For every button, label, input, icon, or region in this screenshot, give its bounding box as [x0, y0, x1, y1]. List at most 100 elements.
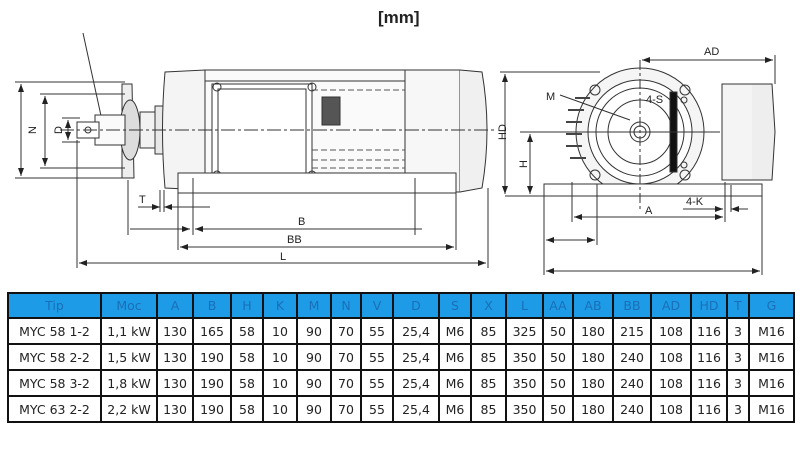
cell-tip: MYC 63 2-2 [7, 395, 102, 423]
cell-h: 58 [230, 369, 264, 397]
col-header-d: D [392, 292, 440, 319]
cell-hd: 116 [690, 369, 728, 397]
cell-k: 10 [262, 369, 298, 397]
col-header-moc: Moc [100, 292, 158, 319]
cell-l: 325 [505, 317, 544, 345]
cell-a: 130 [156, 369, 194, 397]
col-header-l: L [505, 292, 544, 319]
cell-n: 70 [330, 395, 362, 423]
cell-x: 85 [470, 395, 507, 423]
cell-hd: 116 [690, 317, 728, 345]
cell-b: 165 [192, 317, 232, 345]
cell-b: 190 [192, 395, 232, 423]
cell-ad: 108 [650, 369, 692, 397]
cell-hd: 116 [690, 395, 728, 423]
cell-h: 58 [230, 317, 264, 345]
dim-label-4s: 4-S [646, 94, 663, 106]
cell-s: M6 [438, 343, 472, 371]
col-header-s: S [438, 292, 472, 319]
dim-label-n: N [27, 126, 39, 134]
col-header-a: A [156, 292, 194, 319]
motor-dimension-drawing: N D T B BB L [15, 32, 776, 275]
cell-aa: 50 [542, 343, 574, 371]
dim-label-t: T [139, 194, 146, 206]
col-header-m: M [296, 292, 332, 319]
cell-g: M16 [748, 369, 795, 397]
unit-label: [mm] [378, 8, 420, 27]
col-header-h: H [230, 292, 264, 319]
cell-d: 25,4 [392, 395, 440, 423]
cell-d: 25,4 [392, 343, 440, 371]
cell-tip: MYC 58 3-2 [7, 369, 102, 397]
dim-label-b: B [298, 216, 305, 228]
cell-ab: 180 [572, 317, 614, 345]
cell-ab: 180 [572, 395, 614, 423]
col-header-ab: AB [572, 292, 614, 319]
cell-l: 350 [505, 343, 544, 371]
cell-m: 90 [296, 317, 332, 345]
cell-h: 58 [230, 395, 264, 423]
dim-label-hd-front: HD [497, 124, 509, 140]
col-header-bb: BB [612, 292, 652, 319]
cell-a: 130 [156, 343, 194, 371]
cell-t: 3 [726, 369, 750, 397]
dim-label-4k: 4-K [686, 196, 704, 208]
front-view [500, 55, 776, 275]
cell-x: 85 [470, 317, 507, 345]
cell-moc: 1,8 kW [100, 369, 158, 397]
table-row: MYC 58 1-2 1,1 kW 130 165 58 10 90 70 55… [7, 317, 795, 345]
cell-n: 70 [330, 343, 362, 371]
col-header-v: V [360, 292, 394, 319]
cell-s: M6 [438, 395, 472, 423]
cell-t: 3 [726, 343, 750, 371]
dim-label-m: M [546, 91, 555, 103]
cell-d: 25,4 [392, 369, 440, 397]
cell-k: 10 [262, 343, 298, 371]
cell-ad: 108 [650, 395, 692, 423]
table-row: MYC 58 3-2 1,8 kW 130 190 58 10 90 70 55… [7, 369, 795, 397]
dim-label-l: L [280, 251, 286, 263]
cell-s: M6 [438, 369, 472, 397]
cell-tip: MYC 58 2-2 [7, 343, 102, 371]
cell-moc: 2,2 kW [100, 395, 158, 423]
cell-v: 55 [360, 395, 394, 423]
cell-t: 3 [726, 317, 750, 345]
cell-m: 90 [296, 395, 332, 423]
dim-label-ad: AD [704, 46, 719, 58]
cell-bb: 240 [612, 369, 652, 397]
cell-g: M16 [748, 395, 795, 423]
cell-b: 190 [192, 343, 232, 371]
col-header-hd: HD [690, 292, 728, 319]
cell-h: 58 [230, 343, 264, 371]
cell-m: 90 [296, 369, 332, 397]
dim-label-a: A [645, 205, 653, 217]
col-header-x: X [470, 292, 507, 319]
dimension-table: Tip Moc A B H K M N V D S X L AA AB BB A… [7, 292, 795, 423]
table-row: MYC 63 2-2 2,2 kW 130 190 58 10 90 70 55… [7, 395, 795, 423]
cell-s: M6 [438, 317, 472, 345]
cell-k: 10 [262, 317, 298, 345]
col-header-t: T [726, 292, 750, 319]
cell-hd: 116 [690, 343, 728, 371]
cell-v: 55 [360, 369, 394, 397]
cell-moc: 1,1 kW [100, 317, 158, 345]
col-header-ad: AD [650, 292, 692, 319]
col-header-k: K [262, 292, 298, 319]
cell-ab: 180 [572, 369, 614, 397]
cell-l: 350 [505, 395, 544, 423]
cell-tip: MYC 58 1-2 [7, 317, 102, 345]
cell-k: 10 [262, 395, 298, 423]
cell-x: 85 [470, 369, 507, 397]
cell-bb: 215 [612, 317, 652, 345]
cell-aa: 50 [542, 369, 574, 397]
cell-b: 190 [192, 369, 232, 397]
cell-x: 85 [470, 343, 507, 371]
col-header-aa: AA [542, 292, 574, 319]
cell-a: 130 [156, 317, 194, 345]
col-header-n: N [330, 292, 362, 319]
cell-t: 3 [726, 395, 750, 423]
cell-ad: 108 [650, 317, 692, 345]
cell-m: 90 [296, 343, 332, 371]
col-header-b: B [192, 292, 232, 319]
col-header-tip: Tip [7, 292, 102, 319]
